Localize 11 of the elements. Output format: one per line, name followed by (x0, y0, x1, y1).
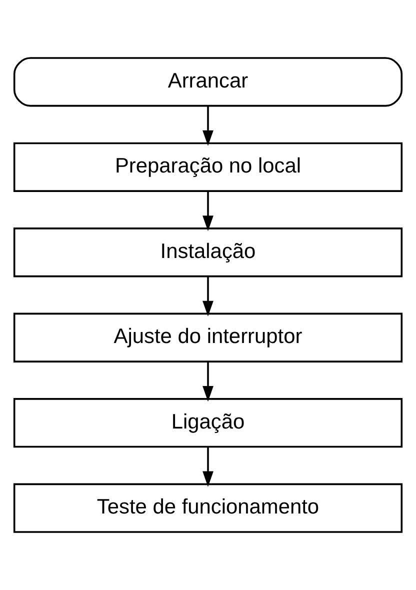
arrow (202, 106, 214, 146)
node-box: Ajuste do interruptor (13, 312, 403, 362)
node-box: Arrancar (13, 57, 403, 107)
node-box: Preparação no local (13, 142, 403, 192)
arrow (202, 362, 214, 402)
arrow (202, 191, 214, 232)
arrow (202, 446, 214, 487)
node-box: Ligação (13, 398, 403, 448)
arrow (202, 276, 214, 316)
node-box: Instalação (13, 228, 403, 278)
node-box: Teste de funcionamento (13, 483, 403, 533)
